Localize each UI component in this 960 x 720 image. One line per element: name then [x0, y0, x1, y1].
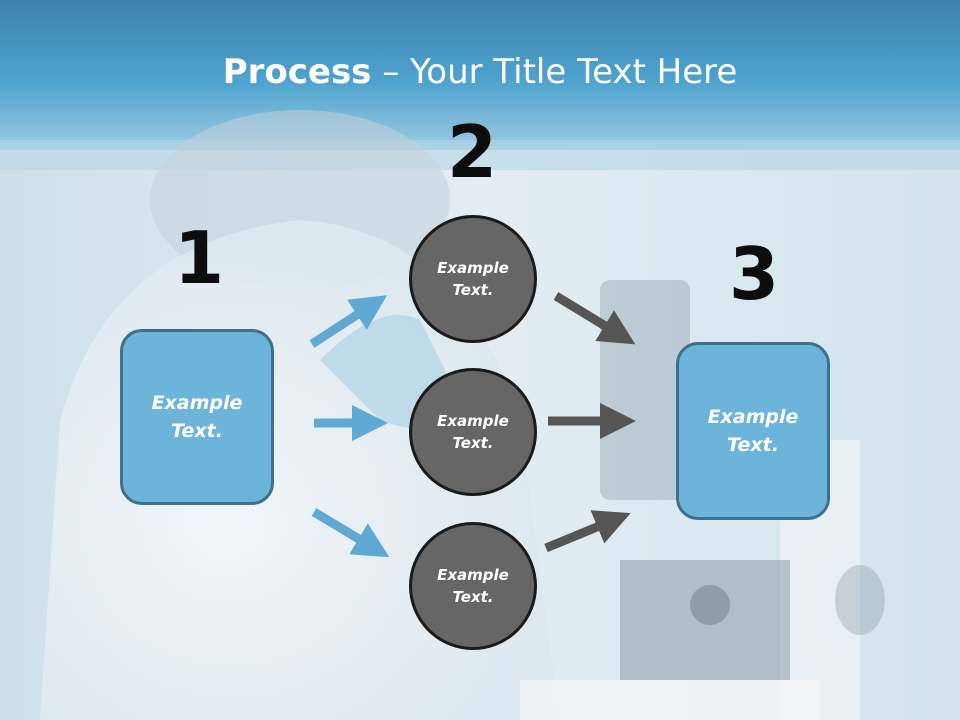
- step-number-1: 1: [173, 216, 225, 300]
- title-rest: – Your Title Text Here: [371, 52, 738, 92]
- step-number-2: 2: [446, 110, 498, 194]
- arrow-bottom-to-right: [544, 510, 631, 553]
- circle-middle: Example Text.: [409, 368, 537, 496]
- arrow-left-to-bottom: [311, 508, 390, 558]
- circle-top: Example Text.: [409, 215, 537, 343]
- right-box: Example Text.: [676, 342, 830, 520]
- circle-top-text: Example Text.: [437, 258, 509, 300]
- circle-middle-text: Example Text.: [437, 411, 509, 453]
- step-number-3: 3: [728, 232, 780, 316]
- right-box-text: Example Text.: [707, 405, 799, 457]
- title-bold: Process: [222, 52, 372, 92]
- left-box-text: Example Text.: [151, 391, 243, 443]
- slide-title: Process – Your Title Text Here: [0, 52, 960, 92]
- circle-bottom: Example Text.: [409, 522, 537, 650]
- arrow-left-to-top: [309, 295, 388, 348]
- left-box: Example Text.: [120, 329, 274, 505]
- circle-bottom-text: Example Text.: [437, 565, 509, 607]
- arrow-top-to-right: [553, 292, 636, 345]
